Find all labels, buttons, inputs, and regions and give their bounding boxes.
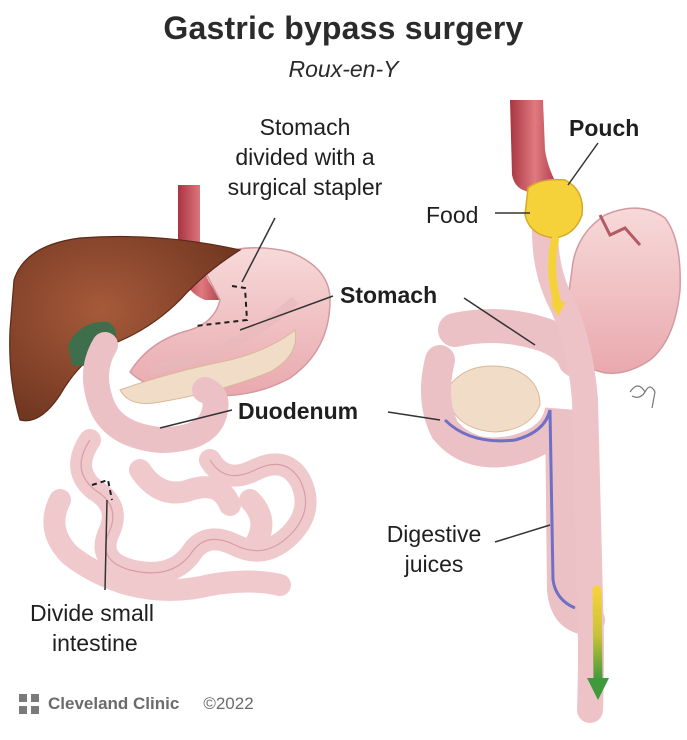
label-digestive-juices: Digestive juices <box>374 519 494 579</box>
label-stomach-divided-line3: surgical stapler <box>205 172 405 202</box>
label-divide-line2: intestine <box>30 628 154 658</box>
label-divide-line1: Divide small <box>30 598 154 628</box>
pancreas-right <box>450 366 540 432</box>
footer-brand: Cleveland Clinic <box>48 694 179 714</box>
label-stomach: Stomach <box>340 280 437 310</box>
label-duodenum: Duodenum <box>238 396 358 426</box>
esophagus-right <box>510 100 560 192</box>
label-digestive-line1: Digestive <box>374 519 494 549</box>
label-food: Food <box>426 200 478 230</box>
label-digestive-line2: juices <box>374 549 494 579</box>
mixed-flow-arrow <box>597 590 598 680</box>
footer: Cleveland Clinic ©2022 <box>18 693 254 715</box>
label-pouch: Pouch <box>569 113 639 143</box>
footer-copyright: ©2022 <box>203 694 253 714</box>
gastric-pouch <box>525 180 582 238</box>
cleveland-clinic-logo-icon <box>18 693 40 715</box>
right-anatomy <box>436 100 680 710</box>
left-anatomy <box>10 185 330 590</box>
label-stomach-divided-line2: divided with a <box>205 142 405 172</box>
label-divide-small-intestine: Divide small intestine <box>30 598 154 658</box>
label-stomach-divided: Stomach divided with a surgical stapler <box>205 112 405 202</box>
small-intestine <box>54 440 305 590</box>
artist-signature <box>630 386 655 408</box>
label-stomach-divided-line1: Stomach <box>205 112 405 142</box>
